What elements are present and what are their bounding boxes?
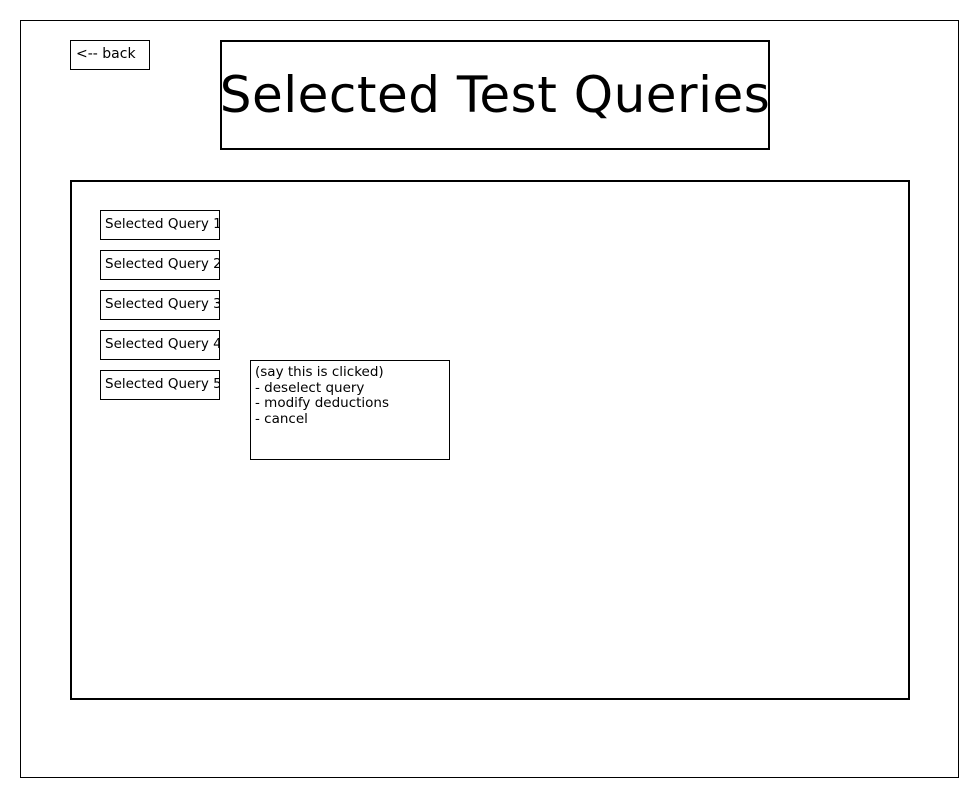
selected-query-1-button[interactable]: Selected Query 1 (100, 210, 220, 240)
selected-query-2-button[interactable]: Selected Query 2 (100, 250, 220, 280)
queries-panel (70, 180, 910, 700)
page-title-box: Selected Test Queries (220, 40, 770, 150)
context-menu-note: (say this is clicked) (255, 364, 384, 380)
back-button[interactable]: <-- back (70, 40, 150, 70)
menu-item-modify-deductions[interactable]: - modify deductions (255, 395, 390, 411)
selected-query-5-button[interactable]: Selected Query 5 (100, 370, 220, 400)
menu-item-cancel[interactable]: - cancel (255, 410, 308, 427)
query-context-menu: (say this is clicked) - deselect query -… (250, 360, 450, 460)
selected-query-3-button[interactable]: Selected Query 3 (100, 290, 220, 320)
selected-query-4-button[interactable]: Selected Query 4 (100, 330, 220, 360)
page-title: Selected Test Queries (219, 66, 771, 124)
page-frame (20, 20, 959, 778)
menu-item-deselect-query[interactable]: - deselect query (255, 379, 365, 396)
